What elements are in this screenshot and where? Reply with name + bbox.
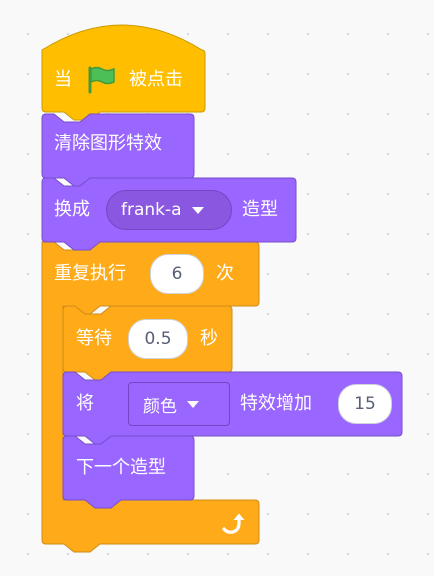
next-costume-label: 下一个造型 bbox=[76, 457, 166, 478]
repeat-count-input[interactable]: 6 bbox=[150, 254, 204, 294]
when-flag-clicked-block[interactable] bbox=[41, 24, 206, 121]
clicked-label: 被点击 bbox=[129, 69, 183, 90]
change-effect-mid-label: 特效增加 bbox=[240, 393, 312, 414]
costume-suffix-label: 造型 bbox=[242, 199, 278, 220]
clear-effects-label: 清除图形特效 bbox=[54, 133, 162, 154]
wait-suffix-label: 秒 bbox=[200, 328, 218, 349]
wait-label: 等待 bbox=[76, 328, 112, 349]
effect-amount-input[interactable]: 15 bbox=[338, 384, 392, 424]
loop-arrow-icon bbox=[222, 513, 245, 534]
repeat-suffix-label: 次 bbox=[216, 263, 234, 284]
change-effect-prefix-label: 将 bbox=[76, 393, 94, 414]
repeat-block[interactable] bbox=[41, 241, 260, 553]
switch-costume-label: 换成 bbox=[54, 199, 90, 220]
chevron-down-icon bbox=[191, 206, 204, 214]
green-flag-icon bbox=[88, 66, 115, 94]
next-costume-block[interactable] bbox=[62, 435, 195, 509]
costume-dropdown[interactable]: frank-a bbox=[106, 190, 232, 230]
effect-dropdown[interactable]: 颜色 bbox=[128, 382, 230, 426]
effect-value: 颜色 bbox=[143, 396, 177, 417]
when-label: 当 bbox=[54, 69, 72, 90]
costume-value: frank-a bbox=[121, 200, 182, 220]
wait-seconds-input[interactable]: 0.5 bbox=[128, 319, 188, 359]
chevron-down-icon bbox=[187, 400, 199, 408]
repeat-label: 重复执行 bbox=[54, 263, 126, 284]
